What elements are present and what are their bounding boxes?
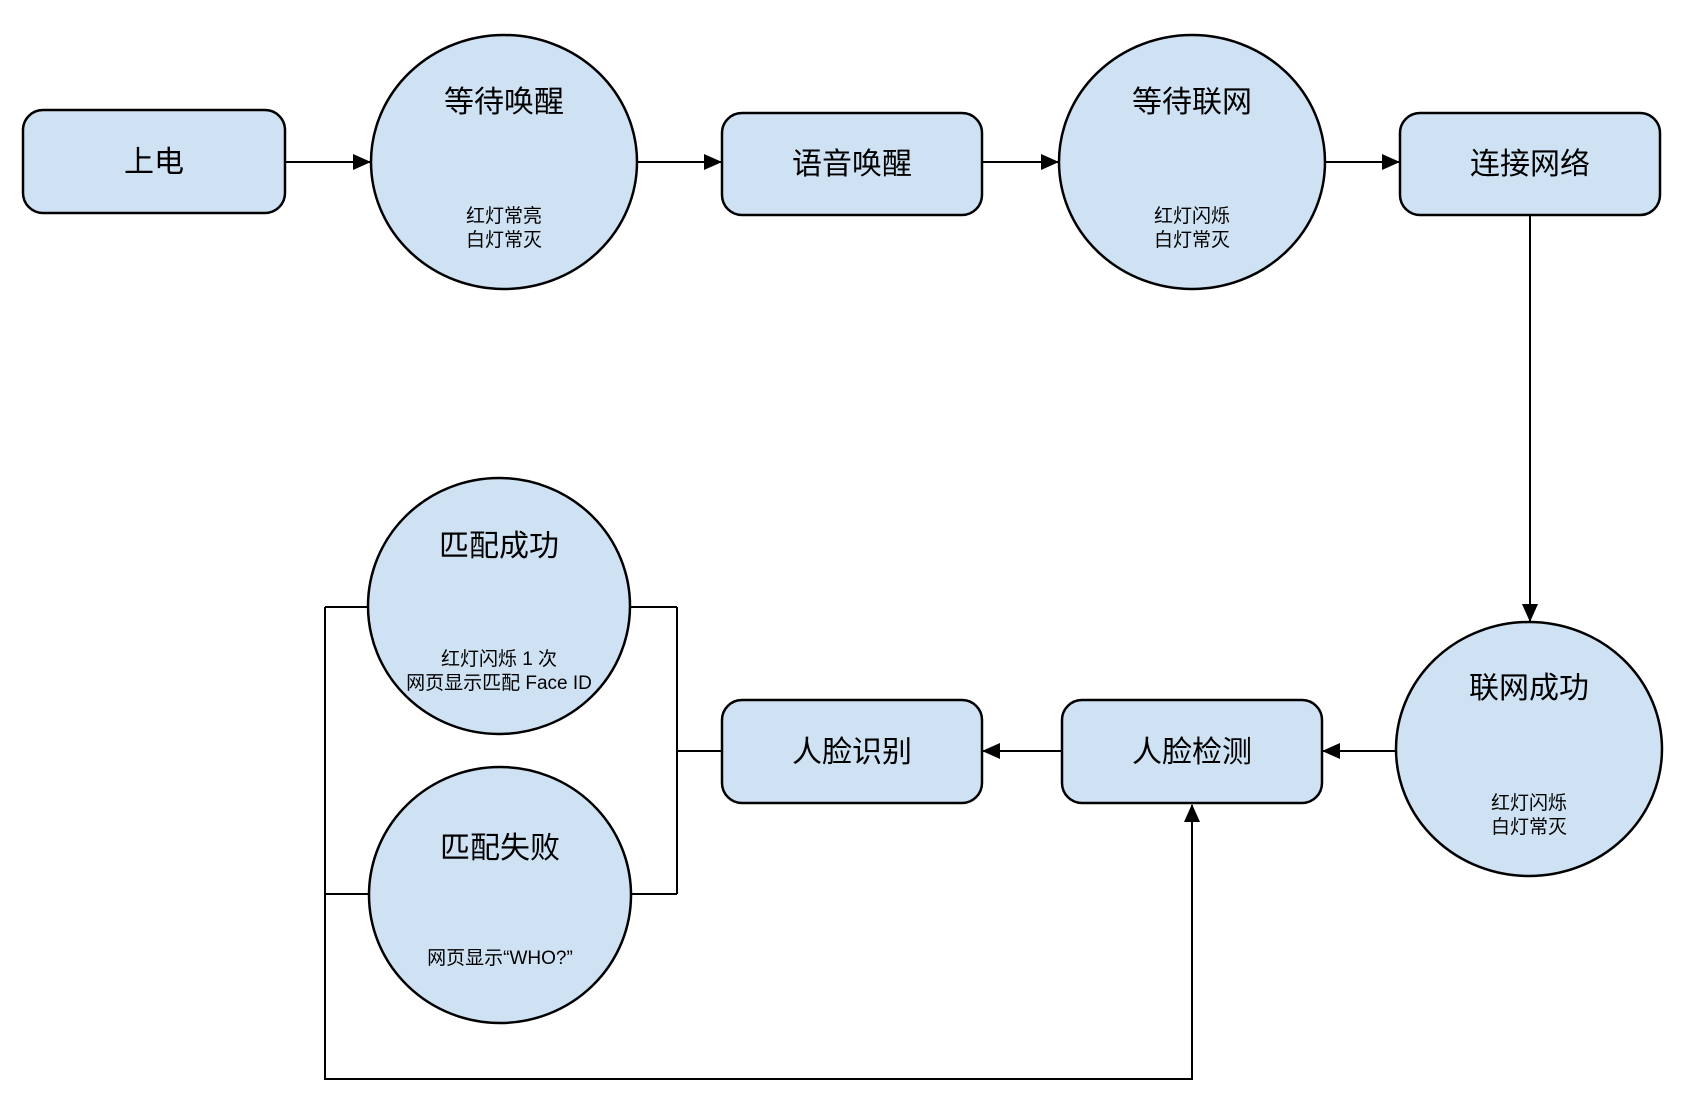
match-fail-label: 匹配失败 [440, 832, 560, 865]
node-face-recognize: 人脸识别 [720, 698, 984, 805]
match-fail-sub-1: 网页显示“WHO?” [427, 948, 573, 969]
wait-network-label: 等待联网 [1132, 86, 1252, 119]
node-wait-network: 等待联网 红灯闪烁 白灯常灭 [1057, 33, 1327, 291]
edges [285, 154, 1538, 1080]
wait-wake-sub-1: 红灯常亮 [466, 205, 542, 227]
node-power-on: 上电 [21, 108, 287, 215]
voice-wake-label: 语音唤醒 [792, 148, 912, 181]
edge-loop-back-to-face-detect [324, 607, 1200, 1080]
wait-wake-sub-2: 白灯常灭 [466, 229, 542, 251]
network-success-sub-2: 白灯常灭 [1491, 816, 1567, 838]
power-on-label: 上电 [124, 146, 184, 179]
node-face-detect: 人脸检测 [1060, 698, 1324, 805]
wait-network-sub-1: 红灯闪烁 [1154, 205, 1230, 227]
match-success-sub-1: 红灯闪烁 1 次 [441, 648, 557, 670]
network-success-circle [1394, 620, 1664, 878]
face-recognize-label: 人脸识别 [792, 736, 912, 769]
connect-network-label: 连接网络 [1470, 148, 1590, 181]
match-success-sub-2: 网页显示匹配 Face ID [406, 673, 592, 694]
node-voice-wake: 语音唤醒 [720, 111, 984, 217]
match-fail-circle [367, 765, 633, 1025]
face-detect-label: 人脸检测 [1132, 736, 1252, 769]
node-wait-wake: 等待唤醒 红灯常亮 白灯常灭 [369, 33, 639, 291]
node-connect-network: 连接网络 [1398, 111, 1662, 217]
node-match-fail: 匹配失败 网页显示“WHO?” [367, 765, 633, 1025]
network-success-sub-1: 红灯闪烁 [1491, 792, 1567, 814]
wait-wake-label: 等待唤醒 [444, 86, 564, 119]
wait-network-sub-2: 白灯常灭 [1154, 229, 1230, 251]
network-success-label: 联网成功 [1469, 672, 1589, 705]
voice-wake-box [720, 111, 984, 217]
match-success-circle [366, 476, 632, 736]
node-network-success: 联网成功 红灯闪烁 白灯常灭 [1394, 620, 1664, 878]
match-success-label: 匹配成功 [439, 530, 559, 563]
node-match-success: 匹配成功 红灯闪烁 1 次 网页显示匹配 Face ID [366, 476, 632, 736]
